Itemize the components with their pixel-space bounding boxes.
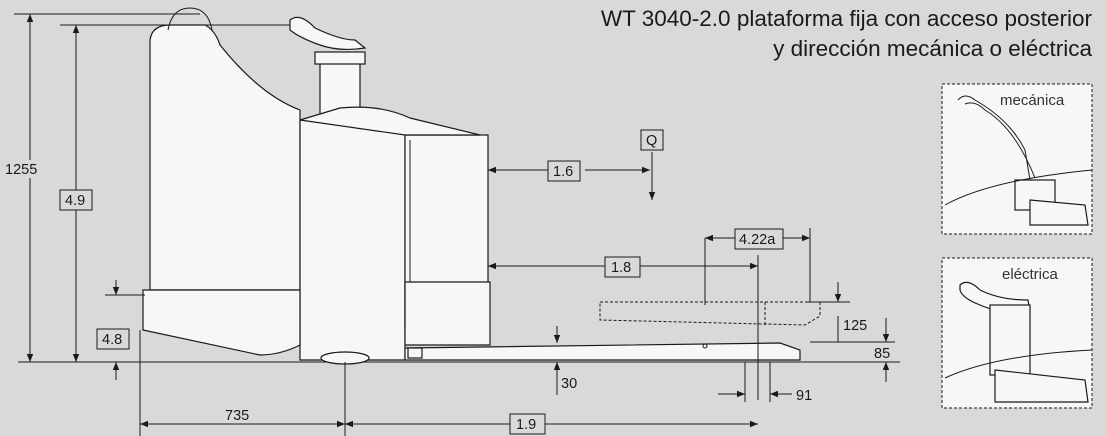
dim-platform-height: 4.8: [96, 280, 145, 380]
inset-electric: eléctrica: [941, 257, 1093, 409]
fork-tip-label: 4.22a: [739, 232, 776, 248]
title-line-2: y dirección mecánica o eléctrica: [773, 36, 1092, 61]
inset-mechanical-label: mecánica: [1000, 92, 1065, 109]
dim-fork-height: 85: [874, 346, 890, 382]
dim-load-distance: 1.6 Q: [488, 129, 664, 200]
dim-height-box: 4.9: [59, 24, 290, 362]
fork-length-label: 1.8: [611, 260, 631, 276]
inset-electric-label: eléctrica: [1002, 266, 1059, 283]
inset-mechanical: mecánica: [941, 83, 1093, 235]
dim-fork-length: 1.8: [488, 255, 759, 400]
load-marker-label: Q: [646, 133, 657, 149]
dim-total-height: 1255: [5, 13, 200, 362]
dim-fork-width: 91: [718, 362, 812, 404]
dim-clearance: 30: [553, 326, 577, 395]
wheelbase-label: 735: [225, 408, 249, 424]
title-line-1: WT 3040-2.0 plataforma fija con acceso p…: [600, 6, 1092, 31]
fork-height-label: 85: [874, 346, 890, 362]
length-to-fork-label: 1.9: [516, 417, 536, 433]
platform-height-label: 4.8: [102, 332, 122, 348]
clearance-label: 30: [561, 376, 577, 392]
dim-length-to-fork: 1.9: [345, 413, 758, 435]
height-box-label: 4.9: [65, 193, 85, 209]
load-distance-label: 1.6: [553, 164, 573, 180]
dim-wheelbase: 735: [139, 330, 346, 436]
truck-body: [142, 7, 821, 365]
total-height-label: 1255: [5, 162, 37, 178]
dim-lift: 125: [805, 282, 895, 343]
fork-width-label: 91: [796, 388, 812, 404]
dim-fork-tip: 4.22a: [704, 228, 811, 305]
diagram-title: WT 3040-2.0 plataforma fija con acceso p…: [601, 4, 1092, 64]
lift-label: 125: [843, 318, 867, 334]
